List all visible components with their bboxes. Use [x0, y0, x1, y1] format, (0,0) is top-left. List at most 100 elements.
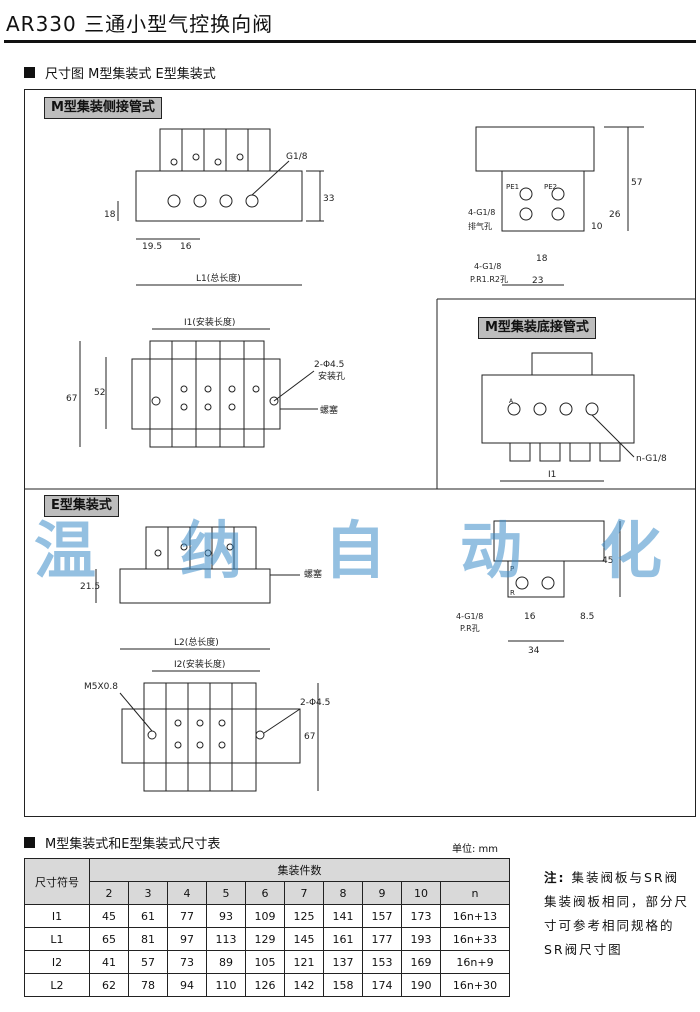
- table-cell: 158: [323, 973, 363, 997]
- bottom-body: [481, 374, 635, 444]
- table-cell: 125: [284, 904, 324, 928]
- section-heading: 尺寸图 M型集装式 E型集装式: [24, 63, 216, 82]
- table-cell: 93: [206, 904, 246, 928]
- label-26: 26: [609, 210, 621, 220]
- frame-border: [24, 89, 696, 817]
- dimension-drawing: G1/8 33 18 19.5 16 L1(总长度) PE1 PE2 4-G1/…: [24, 89, 696, 817]
- e-valves: [145, 526, 257, 570]
- e-side-body: [507, 560, 565, 598]
- row-symbol: I2: [24, 950, 90, 974]
- label-33: 33: [323, 194, 334, 204]
- row-symbol: L1: [24, 927, 90, 951]
- label-45: 45: [602, 556, 613, 566]
- label-4-g18-e: 4-G1/8: [456, 612, 483, 621]
- label-67-e: 67: [304, 732, 315, 742]
- panel-label-e-type: E型集装式: [44, 495, 119, 517]
- column-header: 10: [401, 881, 441, 905]
- table-cell: 16n+9: [440, 950, 510, 974]
- label-prr: P.R1.R2孔: [470, 275, 508, 284]
- column-header: 9: [362, 881, 402, 905]
- label-r: R: [510, 589, 515, 597]
- label-23: 23: [532, 276, 543, 286]
- table-cell: 113: [206, 927, 246, 951]
- label-install-hole: 安装孔: [318, 370, 345, 382]
- table-cell: 161: [323, 927, 363, 951]
- table-cell: 129: [245, 927, 285, 951]
- label-g18: G1/8: [286, 152, 308, 162]
- panel-label-m-side: M型集装侧接管式: [44, 97, 162, 119]
- table-cell: 153: [362, 950, 402, 974]
- label-i1-install: I1(安装长度): [184, 316, 235, 328]
- table-cell: 94: [167, 973, 207, 997]
- table-cell: 78: [128, 973, 168, 997]
- column-header: 5: [206, 881, 246, 905]
- plan-valves: [149, 340, 265, 448]
- label-m5: M5X0.8: [84, 682, 118, 692]
- label-8-5: 8.5: [580, 612, 594, 622]
- table-cell: 45: [89, 904, 129, 928]
- table-cell: 16n+33: [440, 927, 510, 951]
- table-heading-text: M型集装式和E型集装式尺寸表: [45, 837, 221, 852]
- label-i1: I1: [548, 470, 556, 480]
- column-header: 4: [167, 881, 207, 905]
- table-cell: 41: [89, 950, 129, 974]
- watermark-char-4: 动: [460, 514, 523, 587]
- column-header: 6: [245, 881, 285, 905]
- m-side-plan-view: I1(安装长度) 67 52 2-Φ4.5 安装孔 螺塞: [66, 316, 345, 448]
- watermark-char-2: 纳: [180, 514, 243, 587]
- label-exhaust: 排气孔: [468, 221, 492, 231]
- e-plan-valves: [143, 682, 257, 792]
- page-title: AR330 三通小型气控换向阀: [6, 12, 274, 36]
- column-header: 7: [284, 881, 324, 905]
- manifold-body: [135, 170, 303, 222]
- valve-stack: [159, 128, 271, 172]
- row-symbol: L2: [24, 973, 90, 997]
- table-cell: 193: [401, 927, 441, 951]
- label-2-phi-e: 2-Φ4.5: [300, 698, 330, 708]
- row-symbol: I1: [24, 904, 90, 928]
- table-header-row: 尺寸符号 集装件数: [24, 858, 510, 905]
- label-57: 57: [631, 178, 642, 188]
- label-l1-total: L1(总长度): [196, 272, 241, 284]
- e-side-view: P R 45 4-G1/8 P.R孔 16 8.5 34: [456, 520, 621, 656]
- label-2-phi: 2-Φ4.5: [314, 360, 344, 370]
- note-label: 注:: [544, 870, 566, 885]
- label-pe2: PE2: [544, 183, 557, 191]
- symbol-header: 尺寸符号: [24, 858, 90, 905]
- bullet-square-icon: [24, 67, 35, 78]
- section-heading-text: 尺寸图 M型集装式 E型集装式: [45, 67, 216, 82]
- table-cell: 169: [401, 950, 441, 974]
- side-valve: [475, 126, 595, 172]
- label-19-5: 19.5: [142, 242, 162, 252]
- side-body: [501, 170, 585, 232]
- label-pr-hole: P.R孔: [460, 624, 480, 633]
- e-plan-body: [121, 708, 301, 764]
- table-cell: 16n+30: [440, 973, 510, 997]
- table-cell: 97: [167, 927, 207, 951]
- e-plan-view: I2(安装长度) M5X0.8 2-Φ4.5 67: [84, 658, 330, 792]
- label-4-g18: 4-G1/8: [468, 208, 495, 217]
- table-cell: 190: [401, 973, 441, 997]
- column-header: 3: [128, 881, 168, 905]
- table-cell: 62: [89, 973, 129, 997]
- table-cell: 141: [323, 904, 363, 928]
- label-n-g18: n-G1/8: [636, 454, 667, 464]
- label-52: 52: [94, 388, 105, 398]
- panel-label-m-bottom: M型集装底接管式: [478, 317, 596, 339]
- table-cell: 81: [128, 927, 168, 951]
- label-p: P: [510, 565, 514, 573]
- label-l2-total: L2(总长度): [174, 636, 219, 648]
- column-header: n: [440, 881, 510, 905]
- label-10: 10: [591, 222, 603, 232]
- label-67: 67: [66, 394, 77, 404]
- label-4-g18-b: 4-G1/8: [474, 262, 501, 271]
- table-cell: 61: [128, 904, 168, 928]
- unit-label: 单位: mm: [452, 844, 499, 855]
- table-cell: 145: [284, 927, 324, 951]
- table-cell: 137: [323, 950, 363, 974]
- label-i2-install: I2(安装长度): [174, 658, 225, 670]
- e-front-view: 21.5 螺塞 L2(总长度): [80, 526, 322, 650]
